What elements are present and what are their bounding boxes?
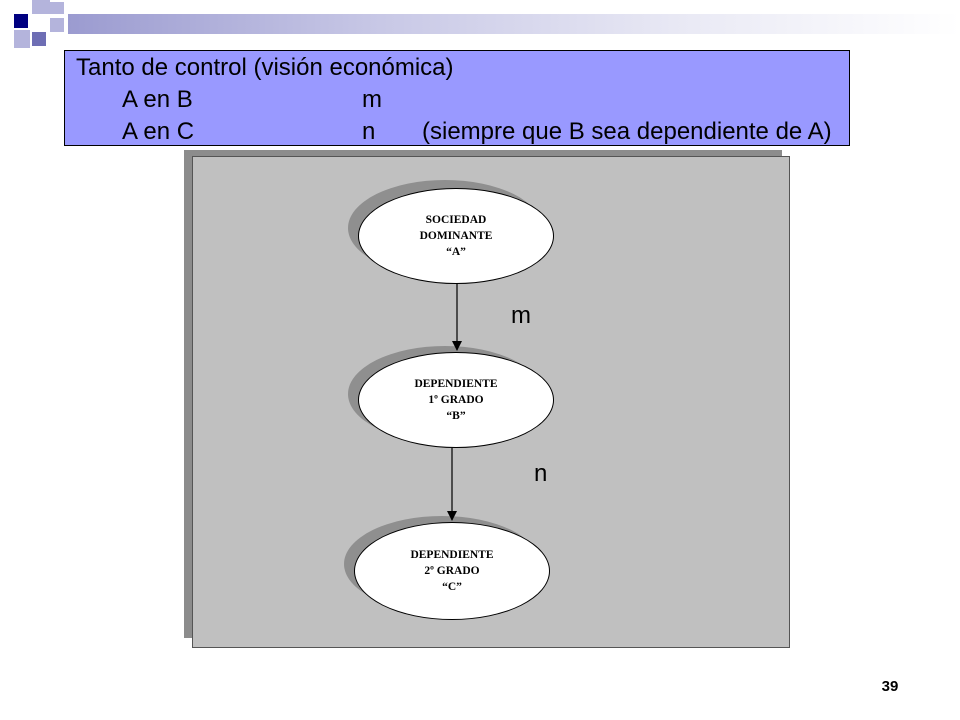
decor-square-light bbox=[50, 2, 64, 14]
node-c-line1: DEPENDIENTE bbox=[410, 549, 494, 561]
node-b-line3: “B” bbox=[446, 410, 466, 422]
row-c-value: n bbox=[362, 118, 376, 145]
node-a-line3: “A” bbox=[446, 246, 466, 258]
decor-square-light bbox=[50, 18, 64, 32]
node-a-line2: DOMINANTE bbox=[419, 230, 493, 242]
decor-square-mid bbox=[32, 32, 46, 46]
node-c-line3: “C” bbox=[442, 581, 462, 593]
title-heading: Tanto de control (visión económica) bbox=[76, 54, 454, 81]
node-b-line1: DEPENDIENTE bbox=[414, 378, 498, 390]
decor-square-light bbox=[14, 30, 30, 48]
row-c-note: (siempre que B sea dependiente de A) bbox=[422, 118, 832, 145]
title-box bbox=[64, 50, 850, 146]
decor-square-light bbox=[32, 0, 50, 14]
node-dependiente-2-grado: DEPENDIENTE 2º GRADO “C” bbox=[354, 522, 550, 620]
row-b-label: A en B bbox=[122, 86, 193, 113]
edge-label-m: m bbox=[511, 302, 531, 329]
row-c-label: A en C bbox=[122, 118, 195, 145]
row-b-value: m bbox=[362, 86, 382, 113]
node-sociedad-dominante: SOCIEDAD DOMINANTE “A” bbox=[358, 188, 554, 284]
decor-square-navy bbox=[14, 14, 28, 28]
node-a-line1: SOCIEDAD bbox=[425, 214, 487, 226]
decor-top-bar bbox=[68, 14, 960, 34]
page-number: 39 bbox=[881, 678, 899, 695]
node-dependiente-1-grado: DEPENDIENTE 1º GRADO “B” bbox=[358, 352, 554, 448]
node-b-line2: 1º GRADO bbox=[428, 394, 484, 406]
node-c-line2: 2º GRADO bbox=[424, 565, 480, 577]
edge-label-n: n bbox=[534, 460, 548, 487]
